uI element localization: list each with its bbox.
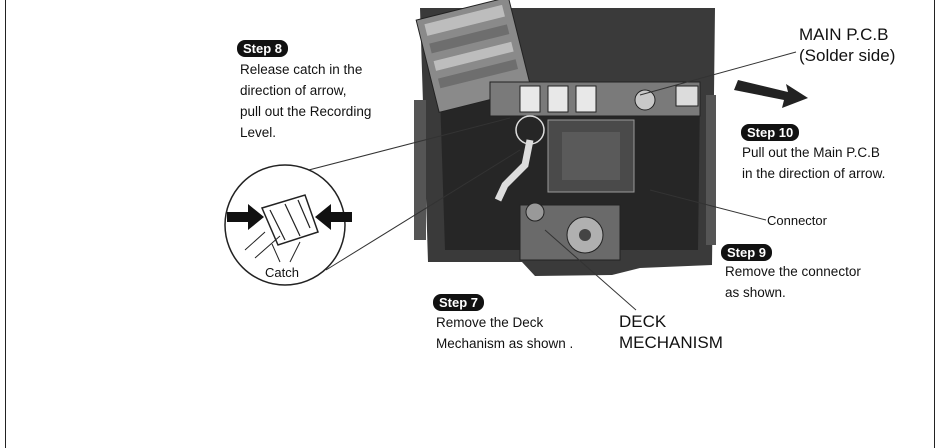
chassis-rail-right xyxy=(706,95,716,245)
leader-connector xyxy=(649,189,767,221)
pull-arrow xyxy=(734,80,808,108)
deck-mechanism-label-line1: DECK xyxy=(619,312,667,331)
connector-label: Connector xyxy=(767,213,827,228)
step-9-line: as shown. xyxy=(725,285,786,300)
pcb-jack-1 xyxy=(519,85,541,113)
pcb-knob xyxy=(634,89,656,111)
step-10-line: in the direction of arrow. xyxy=(742,166,886,181)
pcb-jack-2 xyxy=(547,85,569,113)
step-7-line: Mechanism as shown . xyxy=(436,336,574,351)
pcb-connector-block xyxy=(675,85,699,107)
catch-arrow-left xyxy=(227,204,264,230)
ic-chip-die xyxy=(562,132,620,180)
step-10-badge: Step 10 xyxy=(741,124,800,141)
step-8-line: Level. xyxy=(240,125,277,140)
catch-label: Catch xyxy=(265,265,299,280)
flex-cable xyxy=(494,139,534,202)
leader-deck xyxy=(544,229,637,311)
leader-main-pcb xyxy=(639,51,797,96)
chassis-rail-left xyxy=(414,100,426,240)
page-border-left xyxy=(5,0,6,448)
step-8-instructions: Release catch in the direction of arrow,… xyxy=(240,59,371,143)
recording-level-board xyxy=(415,0,532,113)
step-8-line: direction of arrow, xyxy=(240,83,347,98)
step-9-line: Remove the connector xyxy=(725,264,861,279)
step-10-instructions: Pull out the Main P.C.B in the direction… xyxy=(742,142,885,184)
deck-gear xyxy=(525,202,545,222)
step-7-instructions: Remove the Deck Mechanism as shown . xyxy=(436,312,573,354)
pcb-jack-3 xyxy=(575,85,597,113)
leader-catch-bottom xyxy=(325,149,521,271)
main-pcb-label: MAIN P.C.B (Solder side) xyxy=(799,24,895,66)
step-8-badge: Step 8 xyxy=(237,40,289,57)
step-7-line: Remove the Deck xyxy=(436,315,544,330)
catch-part xyxy=(260,194,319,246)
step-7-badge: Step 7 xyxy=(433,294,485,311)
step-9-badge: Step 9 xyxy=(721,244,773,261)
deck-mechanism-label: DECK MECHANISM xyxy=(619,311,723,353)
catch-arrow-right xyxy=(315,204,352,230)
main-pcb-label-line2: (Solder side) xyxy=(799,46,896,65)
step-8-line: Release catch in the xyxy=(240,62,363,77)
main-pcb-label-line1: MAIN P.C.B xyxy=(799,25,889,44)
deck-mechanism-label-line2: MECHANISM xyxy=(619,333,723,352)
step-10-line: Pull out the Main P.C.B xyxy=(742,145,880,160)
step-9-instructions: Remove the connector as shown. xyxy=(725,261,861,303)
page-border-right xyxy=(934,0,935,448)
step-8-line: pull out the Recording xyxy=(240,104,372,119)
